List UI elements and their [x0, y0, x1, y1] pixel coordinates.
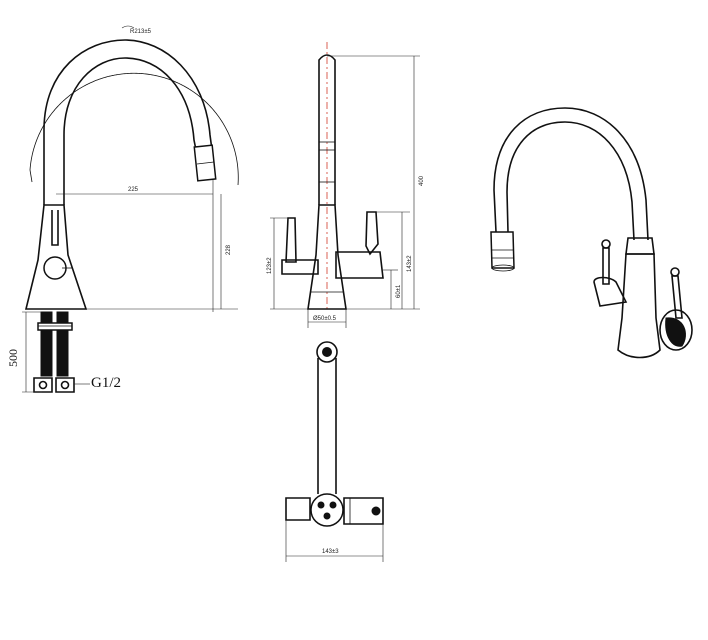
handle-height-left-label: 123±2	[267, 257, 273, 274]
perspective-spout-outer	[493, 107, 649, 241]
perspective-right-lever	[671, 275, 683, 319]
top-view: 143±3	[285, 341, 384, 562]
handle-height-right-label: 143±2	[407, 255, 413, 272]
total-height-label: 400	[419, 175, 425, 186]
base-diameter-label: Ø50±0.5	[313, 316, 337, 322]
top-body	[285, 497, 311, 521]
perspective-spout-inner	[506, 121, 635, 241]
base-height-label: 60±1	[396, 284, 402, 298]
spout-column	[318, 54, 336, 205]
perspective-knob	[659, 309, 693, 351]
side-view: R213±5 225 228 500 G1/2	[6, 25, 239, 393]
perspective-view	[490, 107, 693, 359]
front-view: 400 143±2 60±1 123±2 Ø50±0.5	[267, 42, 425, 328]
right-handle	[365, 211, 379, 256]
hose-fittings	[33, 377, 75, 393]
left-handle	[285, 217, 297, 263]
reach-dim-label: 225	[128, 187, 139, 193]
perspective-body	[617, 253, 661, 359]
arc-dim-label: R213±5	[130, 29, 152, 35]
top-width-label: 143±3	[322, 549, 339, 555]
top-spout	[317, 358, 337, 494]
height-dim-label: 228	[226, 244, 232, 255]
hose-length-label: 500	[6, 349, 20, 367]
spout-outer	[43, 39, 213, 205]
hose-left	[40, 311, 53, 377]
spout-inner	[63, 57, 197, 205]
faucet-body	[24, 204, 88, 310]
hose-right	[56, 311, 69, 377]
thread-label: G1/2	[91, 375, 121, 391]
